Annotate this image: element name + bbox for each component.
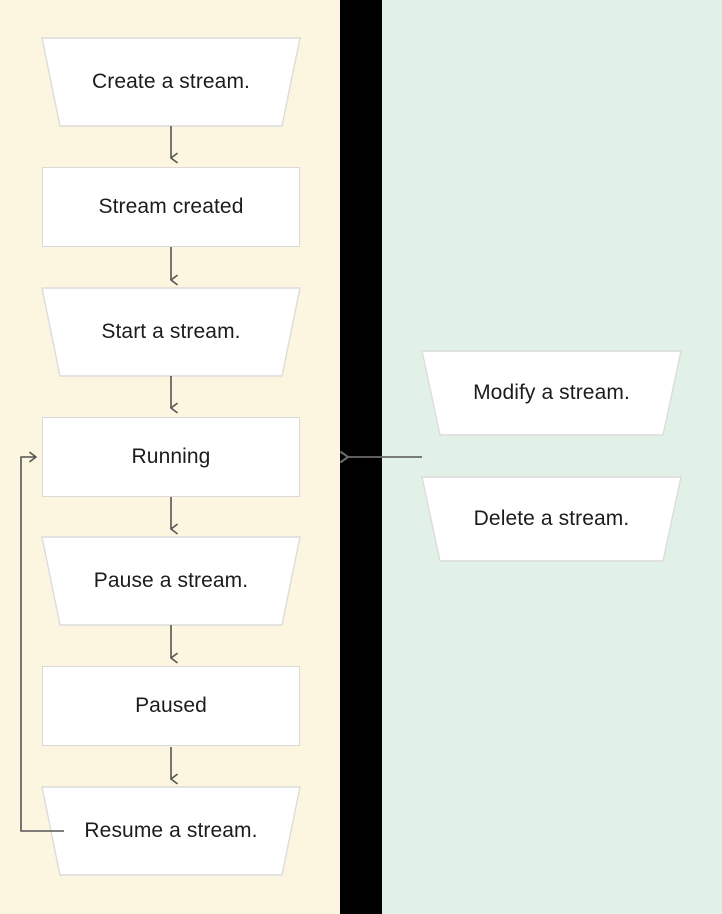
node-pause-a-stream-label: Pause a stream. [93, 569, 249, 593]
node-resume-a-stream[interactable]: Resume a stream. [42, 787, 300, 875]
node-create-a-stream[interactable]: Create a stream. [42, 38, 300, 126]
node-paused-label: Paused [135, 694, 207, 718]
node-modify-a-stream-label: Modify a stream. [473, 381, 630, 405]
node-paused[interactable]: Paused [42, 666, 300, 746]
trapezoid-pause[interactable] [41, 536, 301, 626]
node-running-label: Running [131, 445, 211, 469]
node-resume-a-stream-label: Resume a stream. [84, 819, 258, 843]
node-pause-a-stream[interactable]: Pause a stream. [42, 537, 300, 625]
node-stream-created-label: Stream created [98, 195, 244, 219]
node-stream-created[interactable]: Stream created [42, 167, 300, 247]
trapezoid-create[interactable] [41, 37, 301, 127]
edge-resume-to-running-loopback [20, 451, 64, 832]
trapezoid-shapes [41, 37, 682, 876]
node-delete-a-stream[interactable]: Delete a stream. [422, 477, 681, 561]
node-start-a-stream-label: Start a stream. [101, 320, 241, 344]
trapezoid-delete[interactable] [421, 476, 682, 562]
trapezoid-start[interactable] [41, 287, 301, 377]
right-panel-background [382, 0, 722, 914]
node-create-a-stream-label: Create a stream. [92, 70, 250, 94]
node-start-a-stream[interactable]: Start a stream. [42, 288, 300, 376]
trapezoid-modify[interactable] [421, 350, 682, 436]
trapezoid-resume[interactable] [41, 786, 301, 876]
node-running[interactable]: Running [42, 417, 300, 497]
node-delete-a-stream-label: Delete a stream. [473, 507, 630, 531]
node-modify-a-stream[interactable]: Modify a stream. [422, 351, 681, 435]
